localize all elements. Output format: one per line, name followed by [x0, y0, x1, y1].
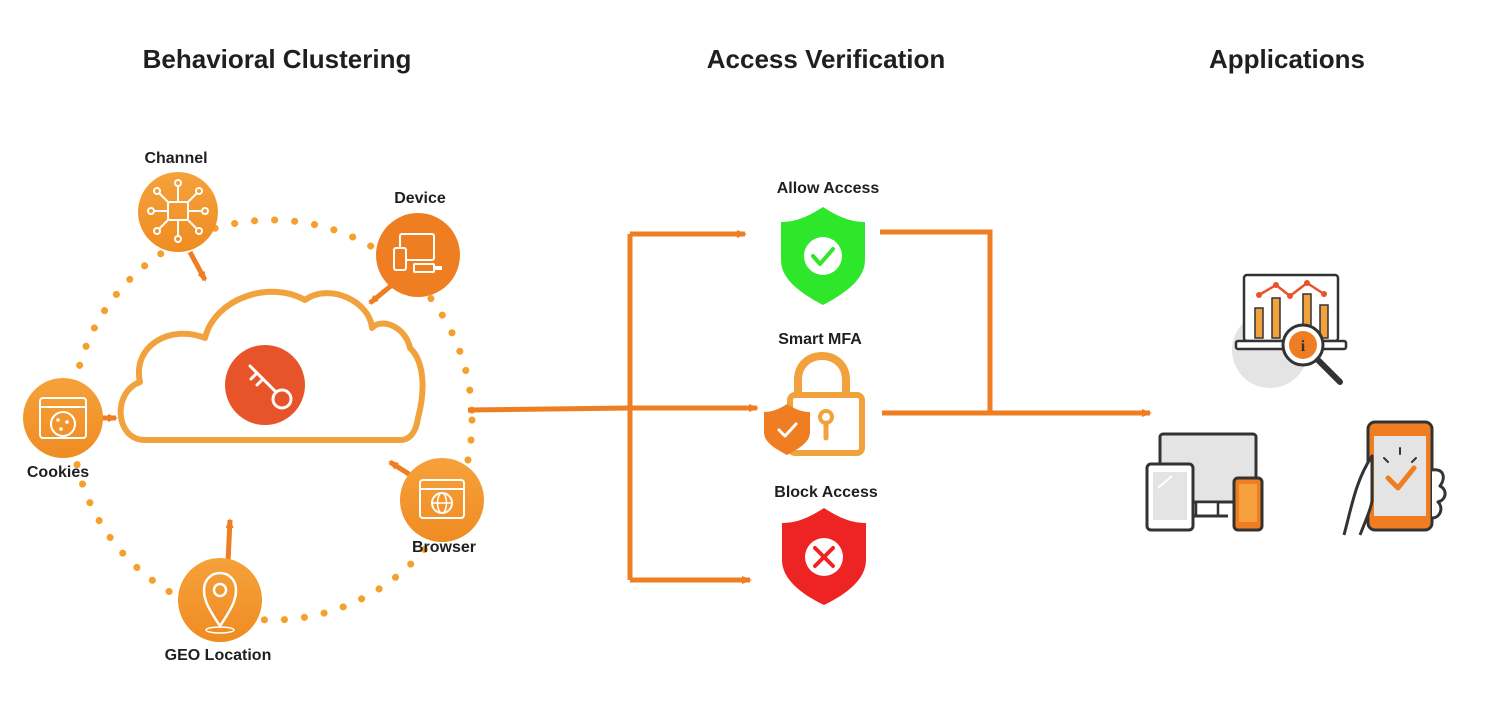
map-pin-icon: [178, 558, 262, 642]
shield-x-icon: [782, 508, 866, 605]
heading-applications: Applications: [1208, 44, 1366, 74]
label-block-access: Block Access: [774, 484, 878, 501]
label-smart-mfa: Smart MFA: [778, 331, 862, 348]
padlock-shield-icon: [764, 351, 865, 456]
verification-flow-lines: [467, 230, 759, 584]
cookie-icon: [23, 378, 103, 458]
label-cookies: Cookies: [26, 464, 90, 481]
label-channel: Channel: [144, 150, 208, 167]
heading-behavioral-clustering: Behavioral Clustering: [142, 44, 412, 74]
cluster-arrows: [98, 250, 414, 563]
label-device: Device: [394, 190, 446, 207]
mobile-approve-icon: [1342, 420, 1447, 536]
svg-text:i: i: [1301, 338, 1306, 355]
key-icon: [225, 345, 305, 425]
browser-globe-icon: [400, 458, 484, 542]
shield-check-icon: [781, 207, 865, 305]
devices-icon: [376, 213, 460, 297]
label-browser: Browser: [411, 539, 477, 556]
applications-flow-lines: [880, 229, 1152, 417]
heading-access-verification: Access Verification: [706, 44, 946, 74]
cluster-dotted-ring: [68, 216, 476, 624]
label-allow-access: Allow Access: [776, 180, 880, 197]
network-hub-icon: [138, 172, 218, 252]
desktop-tablet-phone-icon: [1145, 432, 1264, 532]
analytics-report-icon: i: [1232, 273, 1348, 388]
label-geo-location: GEO Location: [164, 647, 272, 664]
